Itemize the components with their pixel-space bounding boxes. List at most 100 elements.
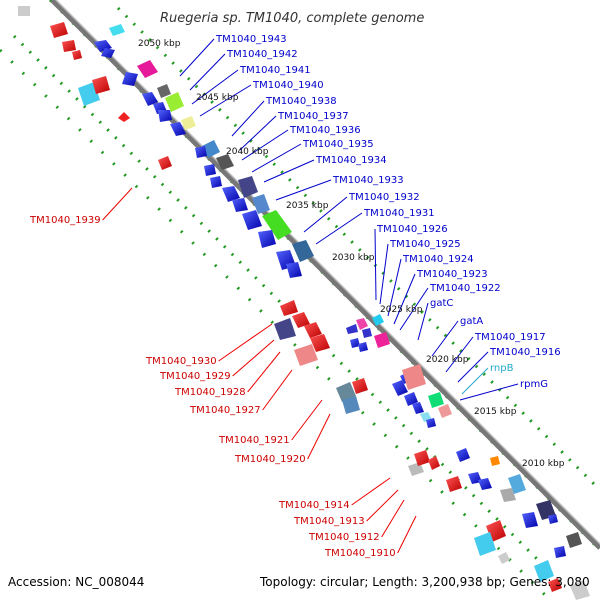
gene-reverse[interactable] (310, 334, 330, 352)
gene-label[interactable]: TM1040_1920 (234, 454, 306, 465)
gene-reverse[interactable] (408, 462, 424, 476)
gene-reverse[interactable] (50, 22, 68, 38)
gene-label[interactable]: TM1040_1922 (429, 283, 501, 294)
gene-forward[interactable] (252, 194, 270, 214)
gene-forward[interactable] (292, 240, 314, 262)
gene-label[interactable]: TM1040_1942 (226, 49, 298, 60)
gene-label[interactable]: TM1040_1910 (324, 548, 396, 559)
gene-forward[interactable] (109, 24, 125, 36)
gene-forward[interactable] (242, 210, 262, 230)
gene-reverse[interactable] (414, 450, 430, 466)
gene-forward[interactable] (362, 328, 372, 338)
gene-reverse[interactable] (402, 364, 426, 390)
gene-reverse[interactable] (438, 404, 452, 418)
gene-forward[interactable] (490, 456, 500, 466)
gene-forward[interactable] (262, 210, 292, 240)
gene-forward[interactable] (122, 72, 138, 86)
gene-label[interactable]: TM1040_1924 (402, 254, 474, 265)
gene-reverse[interactable] (428, 456, 440, 470)
gene-forward[interactable] (142, 92, 158, 106)
gene-label[interactable]: TM1040_1912 (308, 532, 380, 543)
gene-label[interactable]: TM1040_1927 (189, 405, 261, 416)
gene-forward[interactable] (374, 332, 390, 348)
gene-reverse[interactable] (280, 300, 298, 316)
gene-reverse[interactable] (534, 560, 554, 582)
gene-reverse[interactable] (352, 378, 368, 394)
gene-label[interactable]: TM1040_1929 (159, 371, 231, 382)
gene-label[interactable]: TM1040_1943 (215, 34, 287, 45)
gene-label[interactable]: TM1040_1926 (376, 224, 448, 235)
gene-forward[interactable] (158, 110, 172, 122)
gene-reverse[interactable] (342, 396, 360, 414)
gene-forward[interactable] (536, 500, 556, 520)
gene-forward[interactable] (522, 512, 538, 528)
gene-forward[interactable] (222, 186, 240, 202)
gene-label[interactable]: TM1040_1936 (289, 125, 361, 136)
gene-label[interactable]: TM1040_1931 (363, 208, 435, 219)
gene-label[interactable]: TM1040_1923 (416, 269, 488, 280)
gene-label[interactable]: TM1040_1933 (332, 175, 404, 186)
gene-reverse[interactable] (92, 76, 110, 94)
gene-label[interactable]: TM1040_1937 (277, 111, 349, 122)
gene-forward[interactable] (412, 402, 424, 414)
gene-forward[interactable] (548, 514, 558, 524)
gene-forward[interactable] (428, 392, 444, 408)
gene-label[interactable]: TM1040_1940 (252, 80, 324, 91)
gene-forward[interactable] (204, 164, 216, 176)
gene-label[interactable]: TM1040_1913 (293, 516, 365, 527)
gene-forward[interactable] (404, 392, 418, 406)
gene-reverse[interactable] (570, 580, 590, 600)
gene-reverse[interactable] (474, 532, 496, 556)
gene-reverse[interactable] (294, 344, 318, 366)
gene-reverse[interactable] (498, 552, 510, 564)
gene-forward[interactable] (426, 418, 436, 428)
gene-forward[interactable] (350, 338, 360, 348)
gene-forward[interactable] (346, 324, 358, 334)
gene-label[interactable]: gatC (430, 298, 453, 309)
gene-label[interactable]: rnpB (490, 363, 514, 374)
gene-forward[interactable] (554, 546, 566, 558)
gene-forward[interactable] (456, 448, 470, 462)
gene-forward[interactable] (210, 176, 222, 188)
gene-label[interactable]: TM1040_1930 (145, 356, 217, 367)
gene-label[interactable]: TM1040_1921 (218, 435, 290, 446)
gene-reverse[interactable] (62, 40, 76, 52)
gene-reverse[interactable] (158, 156, 172, 170)
gene-reverse[interactable] (274, 318, 296, 340)
gene-label[interactable]: TM1040_1928 (174, 387, 246, 398)
gene-forward[interactable] (372, 314, 384, 326)
gene-forward[interactable] (478, 478, 492, 490)
gene-forward[interactable] (566, 532, 582, 548)
gene-label[interactable]: rpmG (520, 379, 548, 390)
gene-reverse[interactable] (548, 578, 562, 592)
gene-label[interactable]: TM1040_1916 (489, 347, 561, 358)
gene-label[interactable]: TM1040_1932 (348, 192, 420, 203)
gene-forward[interactable] (157, 84, 171, 98)
gene-forward[interactable] (500, 488, 516, 502)
gene-forward[interactable] (181, 116, 196, 130)
gene-forward[interactable] (195, 146, 207, 158)
gene-label[interactable]: gatA (460, 316, 483, 327)
gene-forward[interactable] (258, 230, 276, 248)
gene-forward[interactable] (165, 92, 184, 112)
gene-forward[interactable] (170, 122, 186, 136)
gene-reverse[interactable] (118, 112, 130, 122)
gene-label[interactable]: TM1040_1917 (474, 332, 546, 343)
gene-forward[interactable] (286, 262, 302, 278)
gene-forward[interactable] (356, 318, 368, 330)
gene-label[interactable]: TM1040_1938 (265, 96, 337, 107)
gene-forward[interactable] (358, 342, 368, 352)
gene-label[interactable]: TM1040_1939 (29, 215, 101, 226)
gene-forward[interactable] (232, 198, 248, 212)
gene-reverse[interactable] (336, 382, 356, 402)
gene-forward[interactable] (392, 380, 408, 396)
gene-forward[interactable] (508, 474, 526, 494)
gene-label[interactable]: TM1040_1934 (315, 155, 387, 166)
gene-label[interactable]: TM1040_1914 (278, 500, 350, 511)
gene-forward[interactable] (216, 154, 234, 170)
gene-reverse[interactable] (72, 50, 82, 60)
gene-forward[interactable] (101, 48, 115, 58)
gene-label[interactable]: TM1040_1935 (302, 139, 374, 150)
gene-reverse[interactable] (446, 476, 462, 492)
gene-reverse[interactable] (18, 6, 30, 16)
